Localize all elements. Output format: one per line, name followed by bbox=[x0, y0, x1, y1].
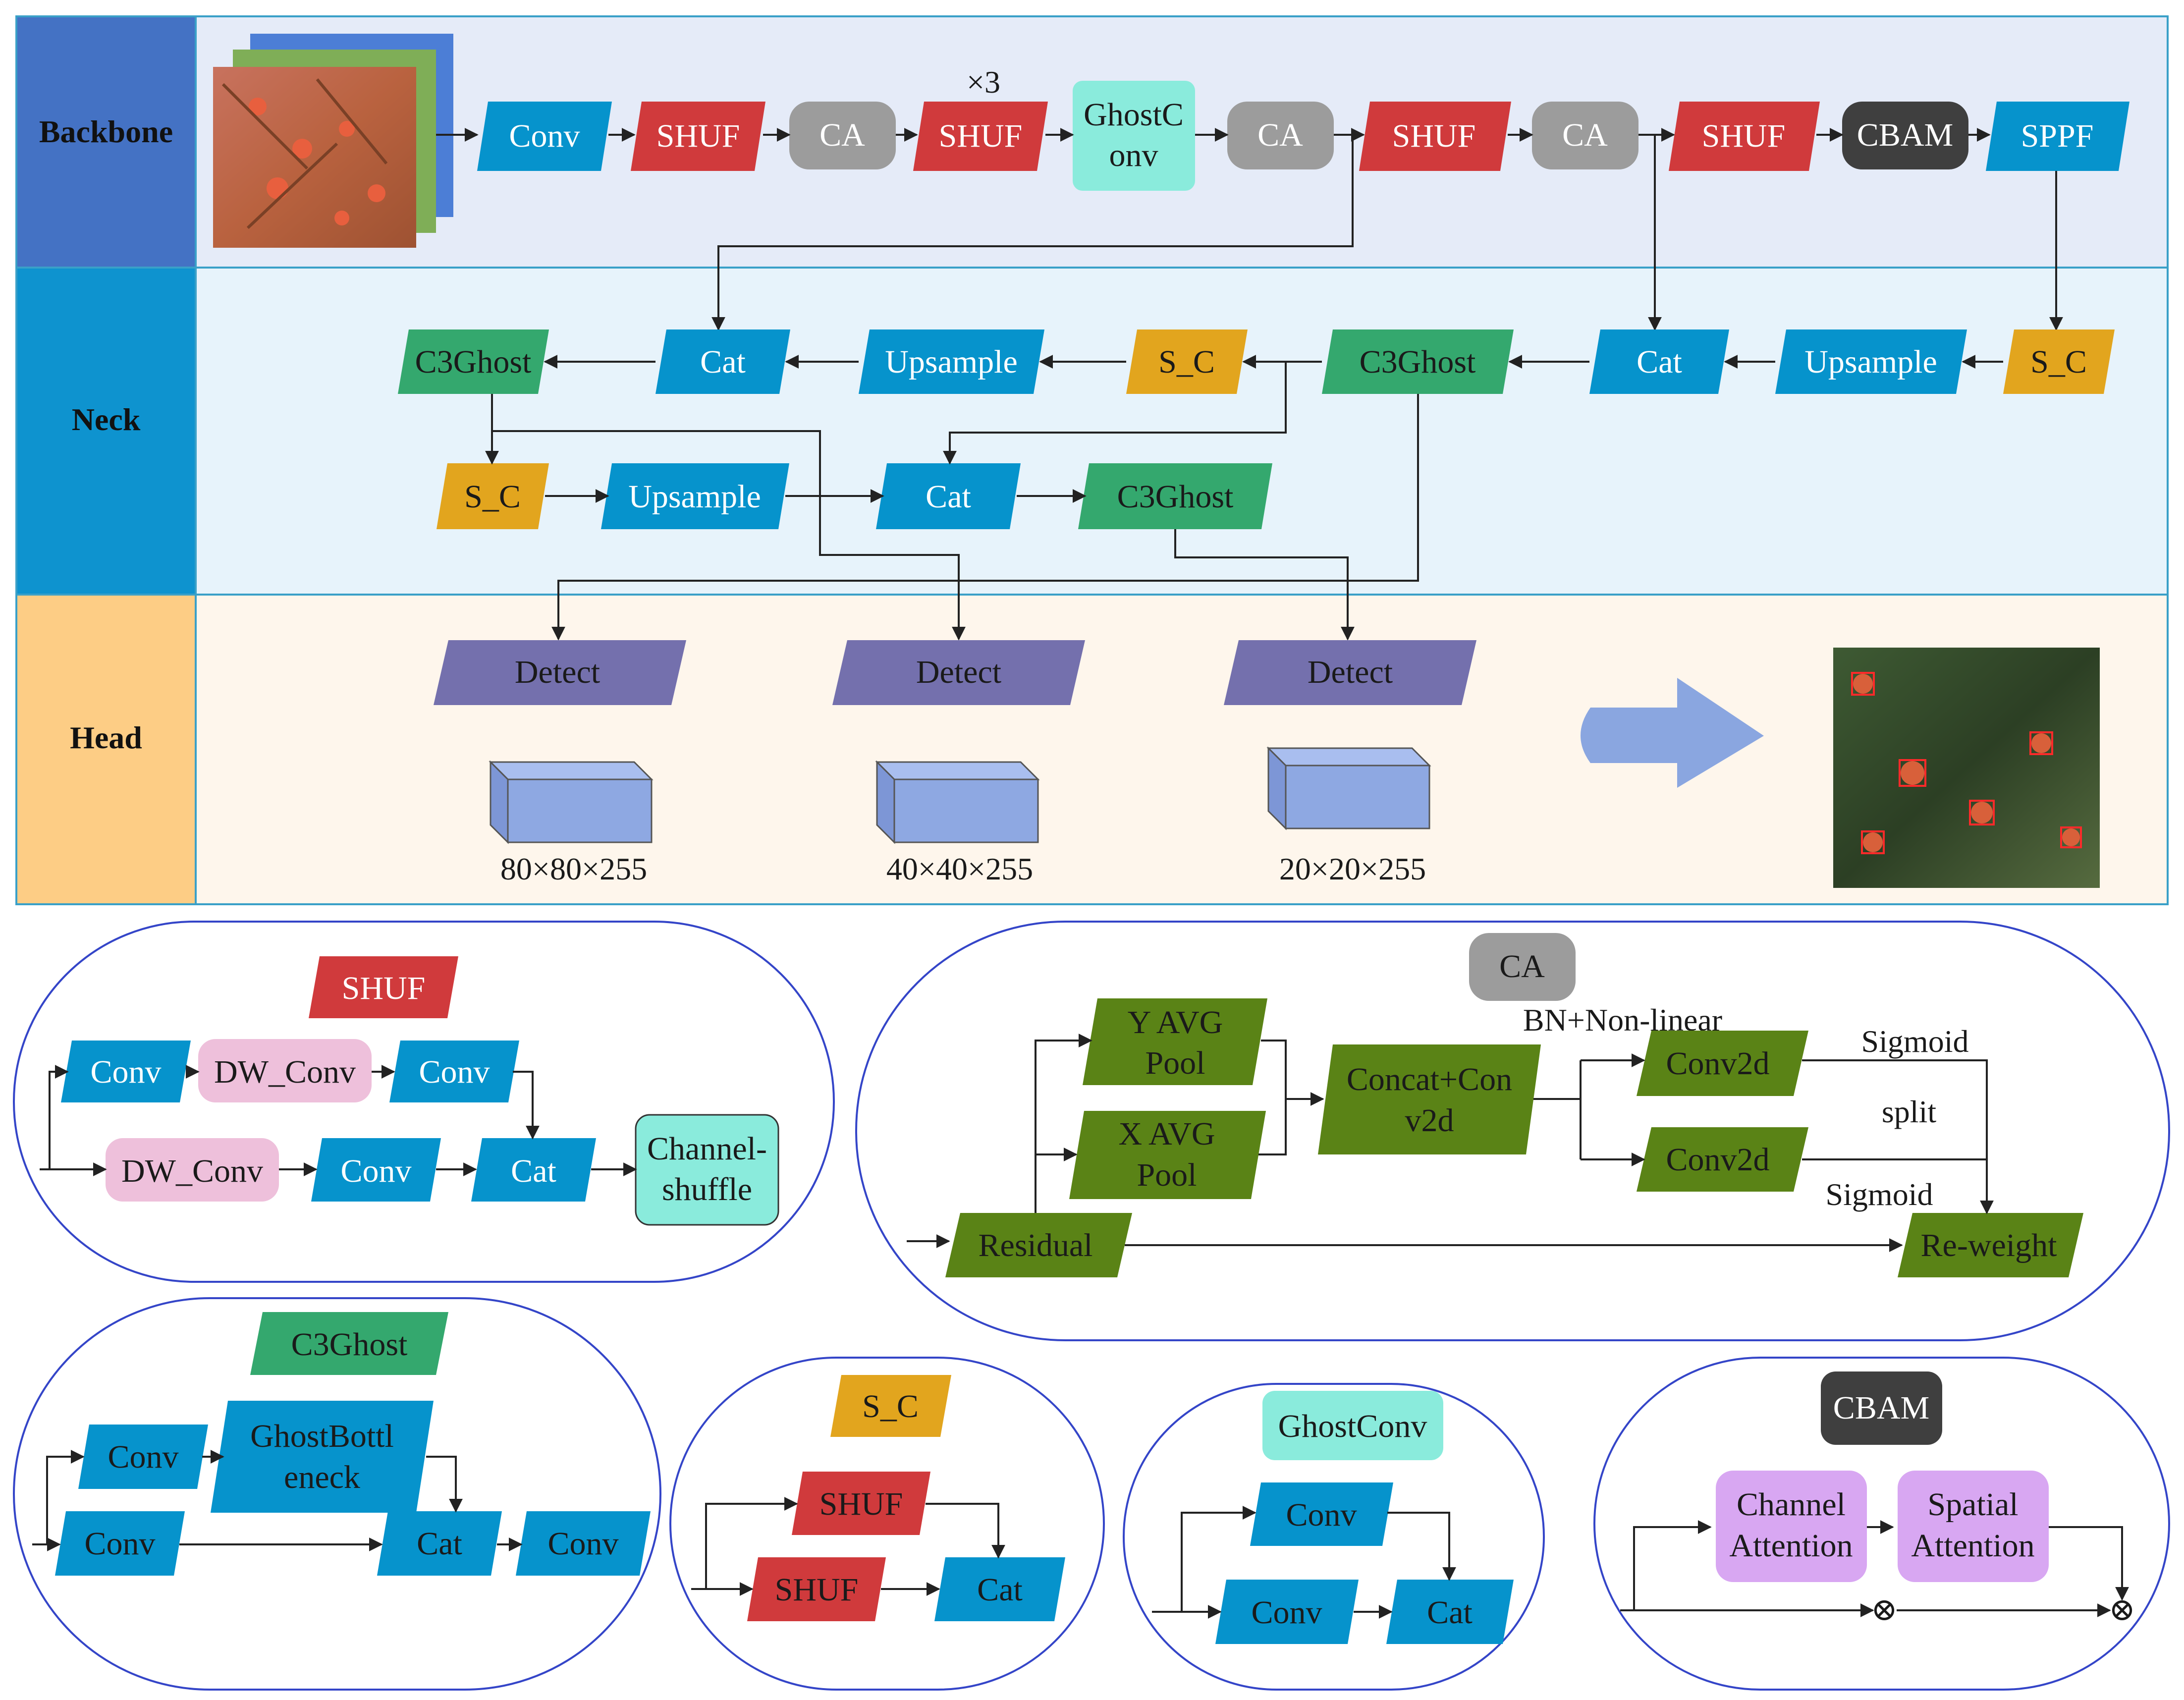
c3ghost-conv-label: Conv bbox=[547, 1526, 618, 1562]
module-cbam: CBAM Channel Attention Spatial Attention… bbox=[1593, 1357, 2170, 1691]
backbone-ghostconv-label: onv bbox=[1109, 137, 1158, 173]
backbone-ca-label: CA bbox=[819, 117, 865, 153]
sc-shuf-label: SHUF bbox=[819, 1486, 903, 1522]
backbone-sppf-label: SPPF bbox=[2021, 118, 2094, 154]
ca-split-label: split bbox=[1882, 1094, 1936, 1129]
output-detection-image bbox=[1833, 648, 2100, 888]
neck-cat-label: Cat bbox=[700, 344, 746, 380]
cube-20 bbox=[1266, 746, 1431, 830]
ca-conv2d-label: Conv2d bbox=[1666, 1045, 1769, 1082]
detect-label: Detect bbox=[515, 654, 600, 690]
size-label: 40×40×255 bbox=[886, 851, 1033, 886]
feature-map-cubes bbox=[489, 746, 1431, 844]
c3ghost-conv-label: Conv bbox=[108, 1439, 178, 1475]
head-blocks: Detect Detect Detect bbox=[434, 640, 1476, 705]
neck-c3ghost-label: C3Ghost bbox=[1117, 479, 1234, 515]
neck-upsample-label: Upsample bbox=[1804, 344, 1937, 380]
module-ghostconv-title: GhostConv bbox=[1278, 1408, 1427, 1444]
cbam-spatial-attention-label: Spatial bbox=[1927, 1486, 2018, 1523]
ghostconv-conv-label: Conv bbox=[1251, 1594, 1322, 1631]
c3ghost-cat-label: Cat bbox=[417, 1526, 462, 1562]
backbone-blocks: Conv SHUF CA ×3 SHUF GhostC onv CA SHUF … bbox=[477, 64, 2129, 191]
backbone-shuf-label: SHUF bbox=[1702, 118, 1786, 154]
ghostconv-cat-label: Cat bbox=[1427, 1594, 1473, 1631]
ca-sigmoid-label: Sigmoid bbox=[1826, 1177, 1933, 1212]
sc-cat-label: Cat bbox=[977, 1572, 1023, 1608]
ca-reweight-label: Re-weight bbox=[1921, 1227, 2057, 1263]
shuf-dwconv-label: DW_Conv bbox=[121, 1153, 263, 1189]
output-arrow-icon bbox=[1581, 678, 1764, 788]
backbone-cbam-label: CBAM bbox=[1857, 117, 1953, 153]
input-image-stack bbox=[213, 34, 453, 248]
ca-ypool-label: Pool bbox=[1145, 1045, 1205, 1081]
ghostconv-conv-label: Conv bbox=[1286, 1497, 1357, 1533]
module-ghostconv: GhostConv Conv Conv Cat bbox=[1123, 1383, 1545, 1691]
module-cbam-title: CBAM bbox=[1833, 1390, 1929, 1426]
backbone-conv-label: Conv bbox=[509, 118, 580, 154]
module-sc: S_C SHUF SHUF Cat bbox=[669, 1357, 1105, 1691]
module-c3ghost-title: C3Ghost bbox=[291, 1326, 408, 1363]
backbone-ghostconv-label: GhostC bbox=[1084, 97, 1184, 133]
backbone-shuf-label: SHUF bbox=[1392, 118, 1476, 154]
ca-xpool-label: Pool bbox=[1137, 1157, 1197, 1193]
shuf-cat-label: Cat bbox=[511, 1153, 556, 1189]
shuf-channel-shuffle-label: shuffle bbox=[662, 1171, 752, 1207]
size-label: 20×20×255 bbox=[1279, 851, 1426, 886]
ca-xpool-label: X AVG bbox=[1118, 1116, 1215, 1152]
backbone-shuf-label: SHUF bbox=[656, 118, 740, 154]
section-label-backbone: Backbone bbox=[39, 114, 173, 149]
ca-residual-label: Residual bbox=[979, 1227, 1093, 1263]
backbone-ca-label: CA bbox=[1257, 117, 1303, 153]
size-label: 80×80×255 bbox=[500, 851, 647, 886]
shuf-dwconv-label: DW_Conv bbox=[214, 1054, 356, 1090]
neck-sc-label: S_C bbox=[1158, 344, 1215, 380]
ca-conv2d-label: Conv2d bbox=[1666, 1142, 1769, 1178]
module-ca: CA Y AVG Pool X AVG Pool Concat+Con v2d … bbox=[855, 921, 2170, 1341]
sc-shuf-label: SHUF bbox=[775, 1572, 859, 1608]
neck-cat-label: Cat bbox=[926, 479, 971, 515]
shuf-channel-shuffle-label: Channel- bbox=[647, 1131, 767, 1167]
c3ghost-bottleneck-label: GhostBottl bbox=[250, 1418, 394, 1454]
backbone-shuf-label: SHUF bbox=[939, 118, 1023, 154]
module-shuf-title: SHUF bbox=[342, 970, 426, 1006]
shuf-conv-label: Conv bbox=[419, 1054, 490, 1090]
cbam-channel-attention-label: Channel bbox=[1737, 1486, 1846, 1523]
ca-ypool-label: Y AVG bbox=[1128, 1004, 1223, 1041]
neck-upsample-label: Upsample bbox=[885, 344, 1018, 380]
neck-section: Neck bbox=[15, 267, 2169, 596]
shuf-conv-label: Conv bbox=[90, 1054, 161, 1090]
neck-row1: C3Ghost Cat Upsample S_C C3Ghost Cat Ups… bbox=[398, 329, 2115, 394]
section-label-head: Head bbox=[70, 720, 142, 755]
detect-label: Detect bbox=[916, 654, 1001, 690]
shuf-conv-label: Conv bbox=[340, 1153, 411, 1189]
module-ca-title: CA bbox=[1499, 948, 1545, 985]
neck-sc-label: S_C bbox=[2030, 344, 2087, 380]
section-label-neck: Neck bbox=[72, 402, 141, 437]
neck-cat-label: Cat bbox=[1637, 344, 1682, 380]
neck-upsample-label: Upsample bbox=[628, 479, 761, 515]
backbone-connectors bbox=[436, 128, 2063, 331]
neck-c3ghost-label: C3Ghost bbox=[1360, 344, 1476, 380]
neck-sc-label: S_C bbox=[464, 479, 521, 515]
neck-connectors bbox=[485, 355, 2003, 641]
cbam-channel-attention-label: Attention bbox=[1729, 1528, 1853, 1564]
backbone-ca-label: CA bbox=[1562, 117, 1608, 153]
cube-80 bbox=[489, 760, 654, 844]
repeat-label: ×3 bbox=[967, 64, 1000, 100]
c3ghost-conv-label: Conv bbox=[84, 1526, 155, 1562]
cube-40 bbox=[875, 760, 1040, 844]
detect-label: Detect bbox=[1308, 654, 1393, 690]
multiply-icon: ⊗ bbox=[1871, 1592, 1898, 1627]
ca-concat-label: v2d bbox=[1405, 1102, 1454, 1139]
ca-sigmoid-label: Sigmoid bbox=[1861, 1024, 1969, 1059]
ca-concat-label: Concat+Con bbox=[1347, 1061, 1512, 1097]
neck-c3ghost-label: C3Ghost bbox=[415, 344, 532, 380]
cbam-spatial-attention-label: Attention bbox=[1911, 1528, 2034, 1564]
neck-row2: S_C Upsample Cat C3Ghost bbox=[437, 463, 1272, 529]
module-sc-title: S_C bbox=[862, 1388, 919, 1425]
module-c3ghost: C3Ghost Conv GhostBottl eneck Conv Cat C… bbox=[13, 1297, 661, 1691]
module-shuf: SHUF Conv DW_Conv Conv DW_Conv Conv Cat … bbox=[13, 921, 835, 1283]
c3ghost-bottleneck-label: eneck bbox=[284, 1459, 360, 1495]
